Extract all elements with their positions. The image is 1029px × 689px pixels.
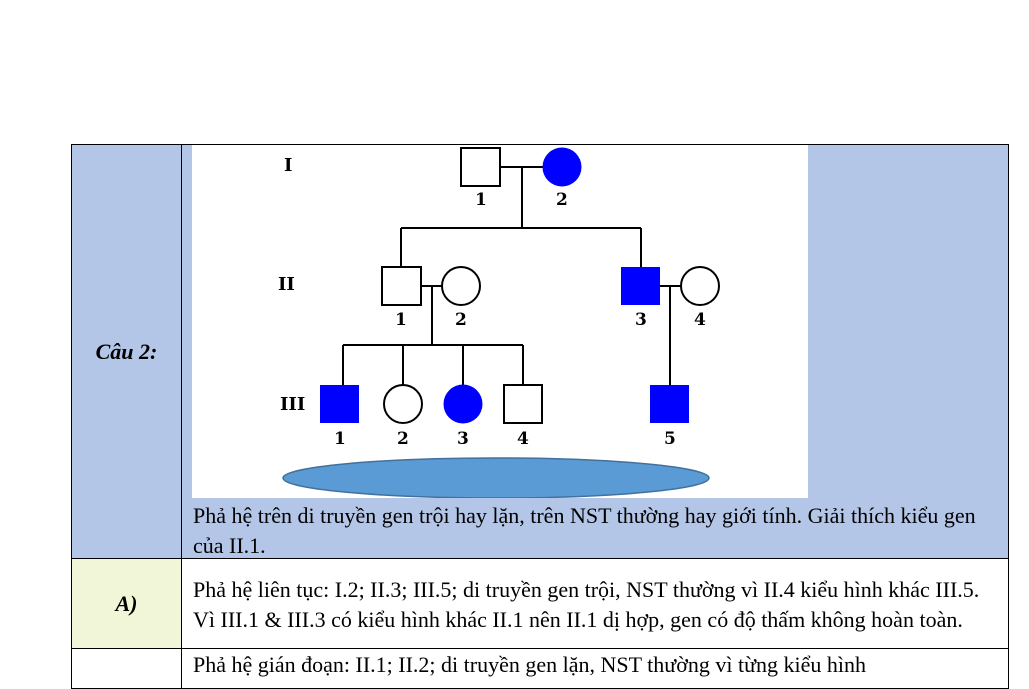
III-1-male-affected-symbol [320, 385, 359, 423]
label-II-2: 2 [455, 310, 467, 330]
III-5-male-affected-symbol [650, 385, 689, 423]
I-1-male-symbol [460, 147, 501, 187]
question-label: Câu 2: [71, 144, 182, 559]
option-a-row: A) Phả hệ liên tục: I.2; II.3; III.5; di… [71, 558, 1009, 649]
question-content-cell: I II III 1 2 1 2 3 4 1 2 3 4 5 [181, 144, 1009, 559]
option-b-cell: Phả hệ gián đoạn: II.1; II.2; di truyền … [181, 648, 1009, 689]
option-b-text: Phả hệ gián đoạn: II.1; II.2; di truyền … [193, 652, 866, 677]
option-a-text: Phả hệ liên tục: I.2; II.3; III.5; di tr… [193, 577, 980, 632]
label-III-4: 4 [517, 429, 529, 449]
option-a-cell: Phả hệ liên tục: I.2; II.3; III.5; di tr… [181, 558, 1009, 649]
question-table: Câu 2: [71, 144, 1009, 689]
label-II-1: 1 [395, 310, 407, 330]
III-2-female-symbol [383, 384, 423, 424]
question-row: Câu 2: [71, 144, 1009, 559]
II-1-male-symbol [381, 266, 422, 306]
label-II-4: 4 [694, 310, 706, 330]
label-III-3: 3 [457, 429, 469, 449]
II-3-male-affected-symbol [621, 267, 660, 305]
III-4-male-symbol [503, 384, 543, 424]
label-III-2: 2 [397, 429, 409, 449]
label-I-1: 1 [475, 190, 487, 210]
option-b-row: Phả hệ gián đoạn: II.1; II.2; di truyền … [71, 648, 1009, 689]
II-4-female-symbol [680, 266, 720, 306]
I-2-female-affected-symbol [542, 147, 582, 187]
generation-label-III: III [280, 394, 305, 415]
pedigree-chart: I II III 1 2 1 2 3 4 1 2 3 4 5 [192, 145, 808, 498]
question-text: Phả hệ trên di truyền gen trội hay lặn, … [193, 503, 976, 558]
label-I-2: 2 [556, 190, 568, 210]
blue-oval-shape [282, 457, 710, 498]
label-II-3: 3 [635, 310, 647, 330]
label-III-1: 1 [334, 429, 346, 449]
II-2-female-symbol [441, 266, 481, 306]
option-a-label: A) [71, 558, 182, 649]
label-III-5: 5 [664, 429, 676, 449]
III-3-female-affected-symbol [443, 384, 483, 424]
generation-label-I: I [284, 155, 292, 176]
generation-label-II: II [278, 274, 295, 295]
